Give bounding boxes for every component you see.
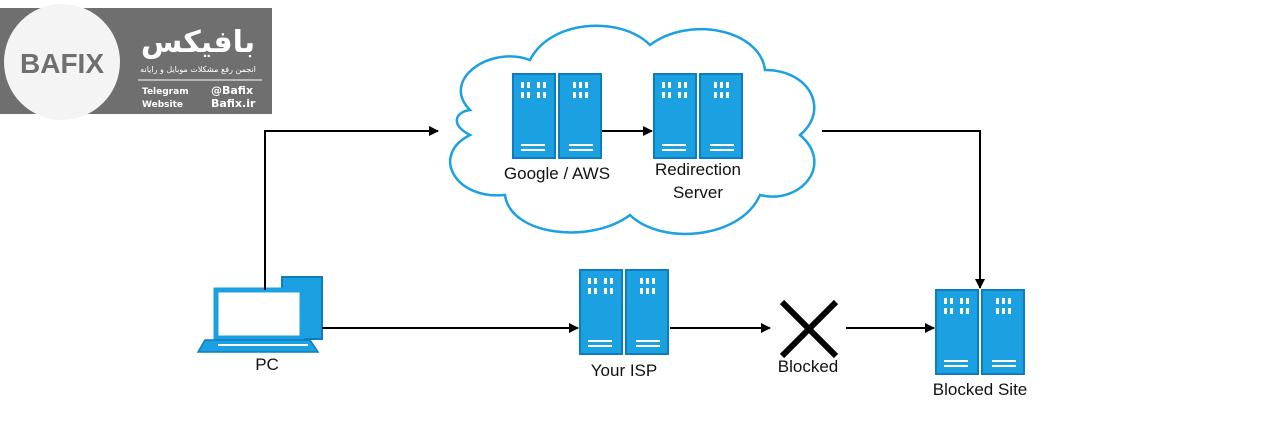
label-pc: PC — [255, 355, 279, 374]
label-google-aws: Google / AWS — [504, 164, 610, 183]
cloud-icon — [449, 24, 816, 236]
label-blocked-site: Blocked Site — [933, 380, 1028, 399]
logo-telegram-value: @Bafix — [211, 84, 253, 97]
logo-panel: BAFIX بافیکس انجمن رفع مشکلات موبایل و ر… — [0, 4, 272, 120]
logo-website-label: Website — [142, 100, 183, 110]
logo-brand-persian: بافیکس — [141, 25, 255, 60]
logo-website-value: Bafix.ir — [211, 97, 256, 110]
computer-icon — [196, 276, 323, 353]
logo-circle — [4, 4, 120, 120]
logo-telegram-label: Telegram — [142, 87, 189, 97]
label-blocked: Blocked — [778, 357, 838, 376]
label-isp: Your ISP — [591, 361, 657, 380]
blocked-site-server-icon — [935, 289, 1025, 375]
isp-server-icon — [579, 269, 669, 355]
x-mark-icon — [779, 299, 839, 359]
arrow-pc-to-cloud — [264, 126, 439, 290]
arrow-cloud-to-blocked-site — [822, 130, 985, 289]
label-redirection-line1: Redirection — [655, 160, 741, 179]
label-redirection-line2: Server — [673, 183, 723, 202]
logo-brand-latin: BAFIX — [20, 48, 104, 79]
logo-tagline: انجمن رفع مشکلات موبایل و رایانه — [140, 65, 256, 74]
